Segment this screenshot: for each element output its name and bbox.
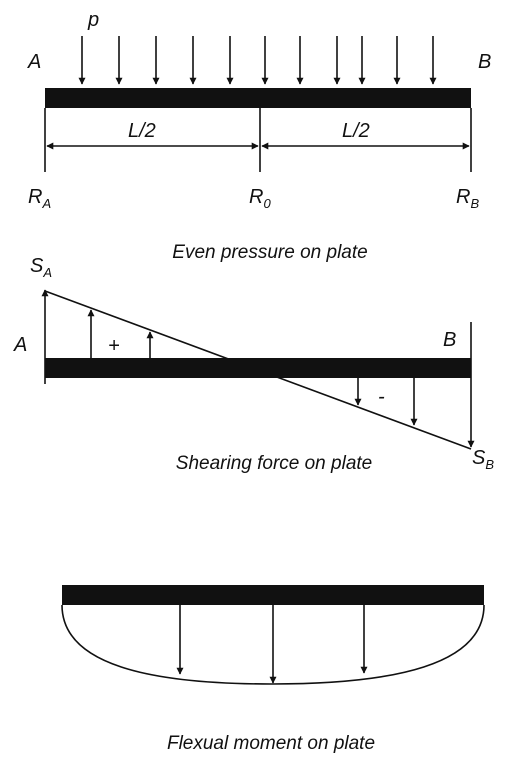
sign-negative: - (378, 386, 385, 408)
moment-diagram-curve (61, 604, 485, 685)
plate-beam (62, 585, 484, 605)
caption-even-pressure: Even pressure on plate (172, 242, 367, 263)
end-label-a: A (27, 51, 41, 73)
caption-flexual-moment: Flexual moment on plate (167, 733, 375, 754)
reaction-label-0: R0 (249, 186, 271, 211)
end-label-b: B (443, 329, 456, 351)
caption-shearing-force: Shearing force on plate (176, 453, 372, 474)
dimension-label-left: L/2 (128, 120, 156, 142)
reaction-label-b: RB (456, 186, 479, 211)
dimension-label-right: L/2 (342, 120, 370, 142)
sign-positive: + (108, 335, 120, 357)
plate-beam (45, 88, 471, 108)
reaction-label-a: RA (28, 186, 51, 211)
end-label-a: A (13, 334, 27, 356)
plate-beam (45, 358, 471, 378)
shear-label-b: SB (472, 447, 494, 472)
end-label-b: B (478, 51, 491, 73)
panel-even-pressure: p A B L/2 L/2 RA R0 RB Even pressure on … (27, 9, 491, 263)
shear-label-a: SA (30, 255, 52, 280)
panel-flexual-moment: Flexual moment on plate (61, 585, 485, 754)
load-label: p (87, 9, 99, 31)
load-arrows (78, 36, 437, 85)
panel-shearing-force: SA A B + - SB Shearing force on plate (13, 255, 494, 474)
